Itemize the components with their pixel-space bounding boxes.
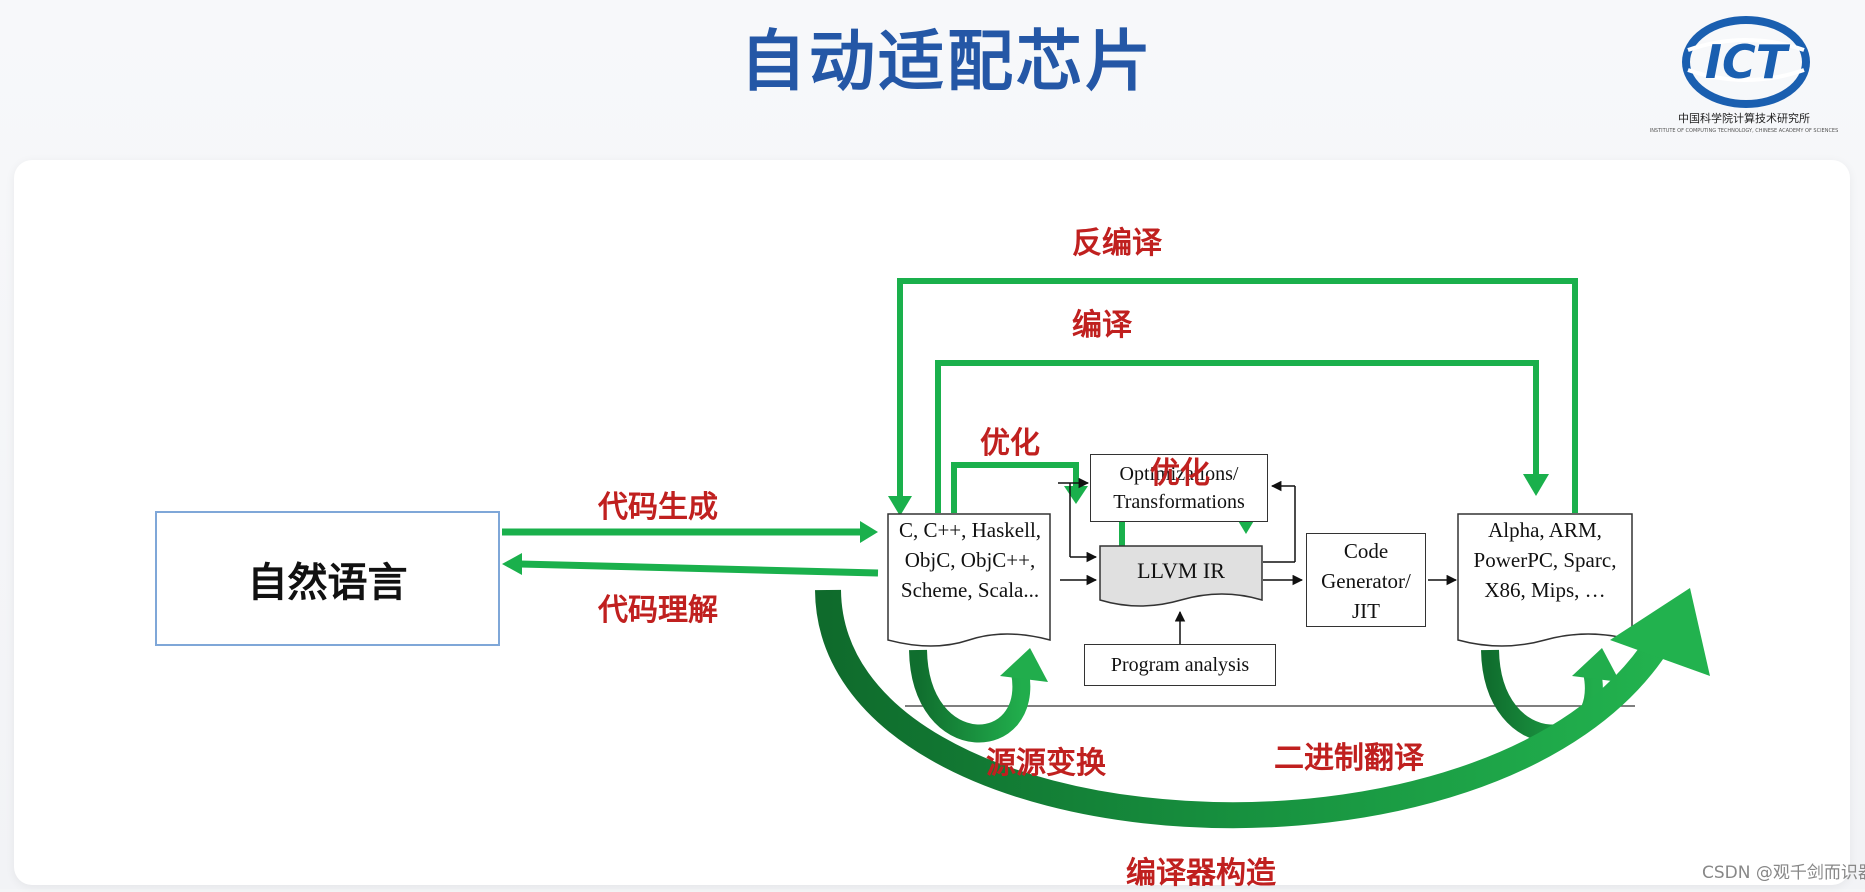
optimize-arrowhead-1	[1064, 486, 1088, 504]
source-transform-arrowhead	[1000, 648, 1048, 682]
decompile-arrowhead	[888, 496, 912, 516]
understand-arrow	[519, 560, 879, 577]
compile-arrowhead	[1523, 474, 1549, 496]
label-binary-translate: 二进制翻译	[1274, 741, 1424, 776]
compiler-build-arrow	[815, 589, 1672, 829]
target-architectures: Alpha, ARM, PowerPC, Sparc, X86, Mips, …	[1456, 515, 1634, 605]
svg-text:ICT: ICT	[1705, 35, 1791, 89]
optimize-arrow-1	[951, 462, 1079, 513]
source-languages-line-1: C, C++, Haskell,	[898, 518, 1042, 542]
slide-title: 自动适配芯片	[740, 23, 1154, 100]
source-transform-arrow	[909, 649, 1031, 743]
target-line-1: Alpha, ARM,	[1488, 518, 1602, 542]
code-generator-box: Code Generator/ JIT	[1306, 533, 1426, 627]
code-generator-line-2: Generator/	[1321, 569, 1411, 593]
compile-arrow	[935, 360, 1539, 513]
logo-subtitle-en: INSTITUTE OF COMPUTING TECHNOLOGY, CHINE…	[1649, 128, 1839, 134]
compiler-build-arrowhead	[1610, 588, 1710, 676]
source-languages-line-3: Scheme, Scala...	[900, 578, 1040, 602]
watermark: CSDN @观千剑而识器	[1702, 863, 1865, 883]
ict-logo-icon: ICT	[1682, 16, 1810, 108]
optimizations-box: Optimizations/ Transformations	[1090, 454, 1268, 522]
binary-translate-arrowhead	[1572, 648, 1620, 682]
understand-arrowhead	[502, 553, 522, 575]
codegen-arrowhead	[860, 521, 878, 543]
label-compiler-build: 编译器构造	[1126, 856, 1276, 891]
label-optimize-1: 优化	[980, 426, 1040, 461]
program-analysis-box: Program analysis	[1084, 644, 1276, 686]
source-doc-shape	[887, 513, 1051, 647]
ict-logo: ICT 中国科学院计算技术研究所 INSTITUTE OF COMPUTING …	[1628, 10, 1860, 142]
llvm-ir-label: LLVM IR	[1137, 558, 1225, 583]
code-generator-line-1: Code	[1343, 539, 1389, 563]
optimizations-line-2: Transformations	[1113, 491, 1245, 513]
label-code-understanding: 代码理解	[598, 593, 718, 628]
natural-language-box: 自然语言	[155, 511, 500, 646]
label-source-transform: 源源变换	[986, 746, 1106, 781]
optimizations-line-1: Optimizations/	[1119, 463, 1239, 485]
label-compile: 编译	[1072, 308, 1132, 343]
target-line-2: PowerPC, Sparc,	[1473, 548, 1617, 572]
source-languages: C, C++, Haskell, ObjC, ObjC++, Scheme, S…	[885, 515, 1055, 605]
label-code-generation: 代码生成	[598, 490, 718, 525]
label-decompile: 反编译	[1072, 226, 1162, 261]
label-optimize-2: 优化	[1150, 456, 1210, 491]
llvm-ir-shape	[1099, 545, 1263, 607]
target-line-3: X86, Mips, …	[1484, 578, 1606, 602]
decompile-arrow	[897, 278, 1578, 513]
source-languages-line-2: ObjC, ObjC++,	[904, 548, 1036, 572]
logo-subtitle: 中国科学院计算技术研究所	[1678, 112, 1810, 125]
code-generator-line-3: JIT	[1352, 599, 1380, 623]
